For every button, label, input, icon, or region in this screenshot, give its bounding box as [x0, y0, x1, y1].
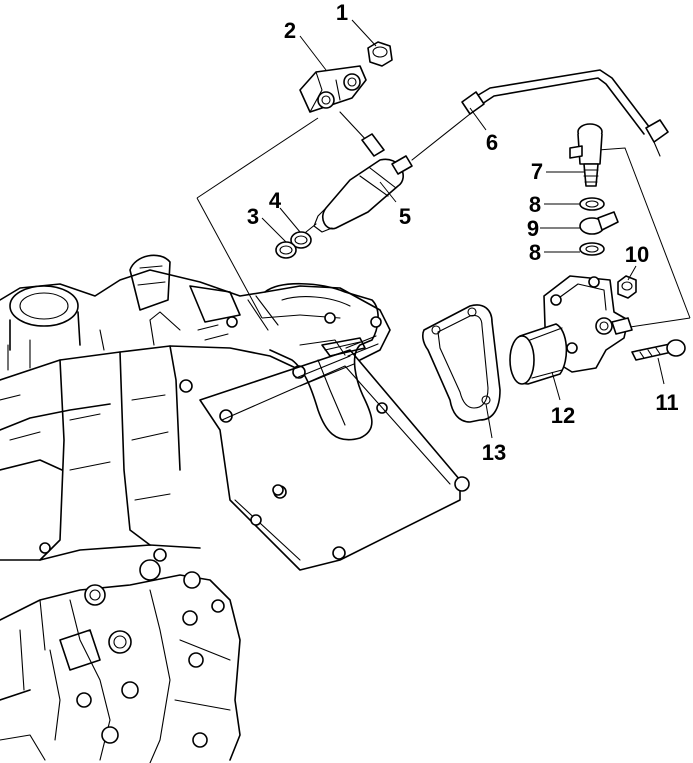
callout-10: 10	[625, 242, 649, 267]
bolt-part	[631, 339, 686, 361]
banjo-body-part	[579, 211, 619, 235]
nut-part	[367, 41, 393, 67]
nut-part-10	[617, 275, 637, 299]
callout-11: 11	[655, 390, 678, 415]
callout-5: 5	[399, 204, 411, 229]
fuel-line-part	[411, 69, 669, 161]
callout-2: 2	[284, 18, 296, 43]
callout-1: 1	[336, 0, 348, 25]
seal-rings	[275, 231, 312, 259]
callout-4: 4	[269, 188, 282, 213]
injection-pump-part	[509, 275, 633, 385]
callout-13: 13	[482, 440, 506, 465]
callout-12: 12	[551, 403, 575, 428]
studs	[295, 335, 379, 387]
callout-8-upper: 8	[529, 192, 541, 217]
callout-8-lower: 8	[529, 240, 541, 265]
callout-6: 6	[486, 130, 498, 155]
callout-3: 3	[247, 204, 259, 229]
injector-part	[305, 111, 413, 233]
assembly-outline	[196, 117, 691, 331]
leader-lines	[261, 19, 665, 439]
callout-9: 9	[527, 216, 539, 241]
callout-7: 7	[531, 159, 543, 184]
clamp-part	[299, 65, 367, 113]
engine-block	[0, 254, 470, 763]
gasket-part	[422, 304, 501, 423]
callout-labels: 1 2 3 4 5 6 7 8 9 8 10 11 12 13	[247, 0, 679, 465]
banjo-fitting-part	[569, 123, 603, 187]
